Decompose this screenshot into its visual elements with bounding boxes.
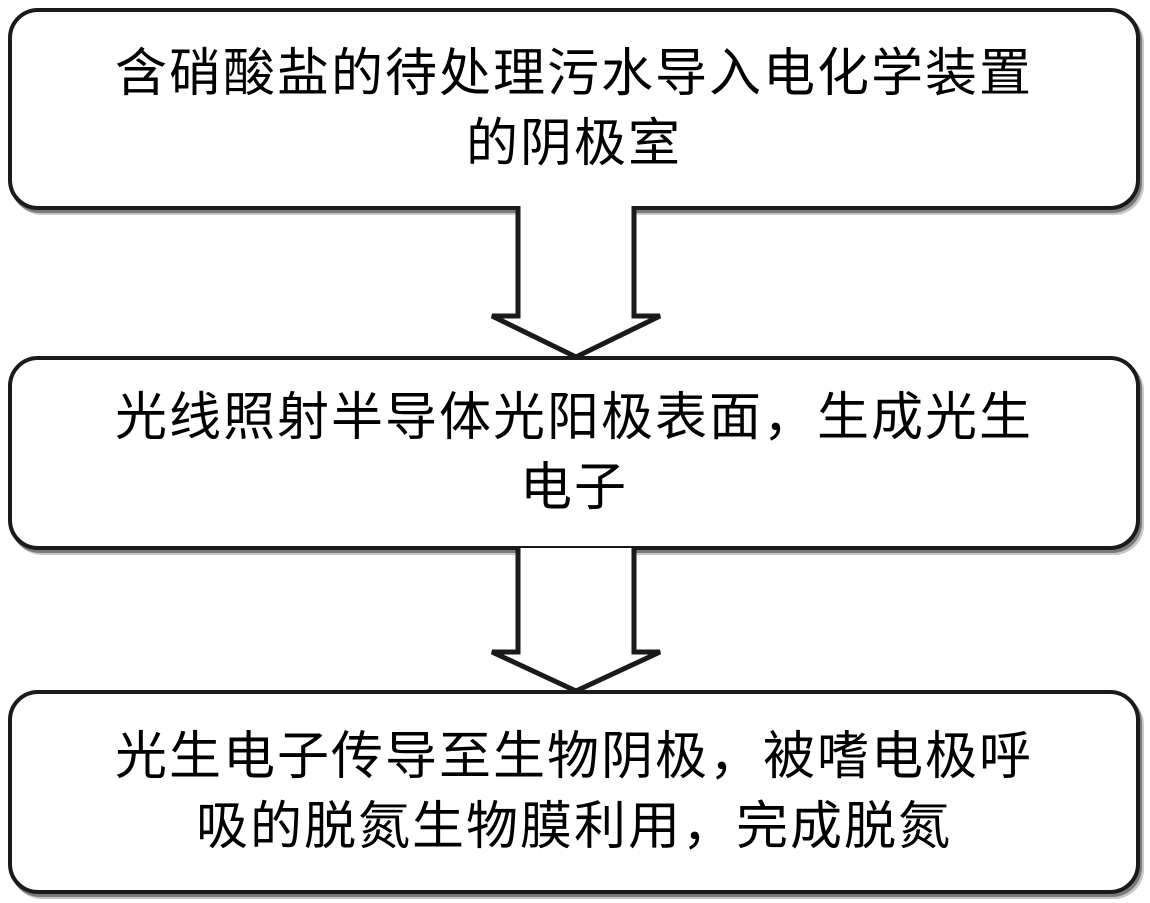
step-1-text-line-1: 含硝酸盐的待处理污水导入电化学装置 <box>114 44 1033 104</box>
arrow-1-shape <box>490 206 662 360</box>
step-2-text-line-1: 光线照射半导体光阳极表面，生成光生 <box>114 388 1033 448</box>
step-3-text-line-1: 光生电子传导至生物阴极，被嗜电极呼 <box>114 727 1033 787</box>
flow-arrow-down-2 <box>490 548 662 694</box>
step-box-3: 光生电子传导至生物阴极，被嗜电极呼 吸的脱氮生物膜利用，完成脱氮 <box>8 690 1140 894</box>
step-3-text-line-2: 吸的脱氮生物膜利用，完成脱氮 <box>195 797 952 857</box>
step-box-2: 光线照射半导体光阳极表面，生成光生 电子 <box>8 356 1140 550</box>
step-box-1: 含硝酸盐的待处理污水导入电化学装置 的阴极室 <box>8 8 1140 210</box>
arrow-2-shape <box>490 548 662 694</box>
step-2-text-line-2: 电子 <box>519 458 628 518</box>
step-1-text-line-2: 的阴极室 <box>465 114 682 174</box>
flow-arrow-down-1 <box>490 206 662 360</box>
